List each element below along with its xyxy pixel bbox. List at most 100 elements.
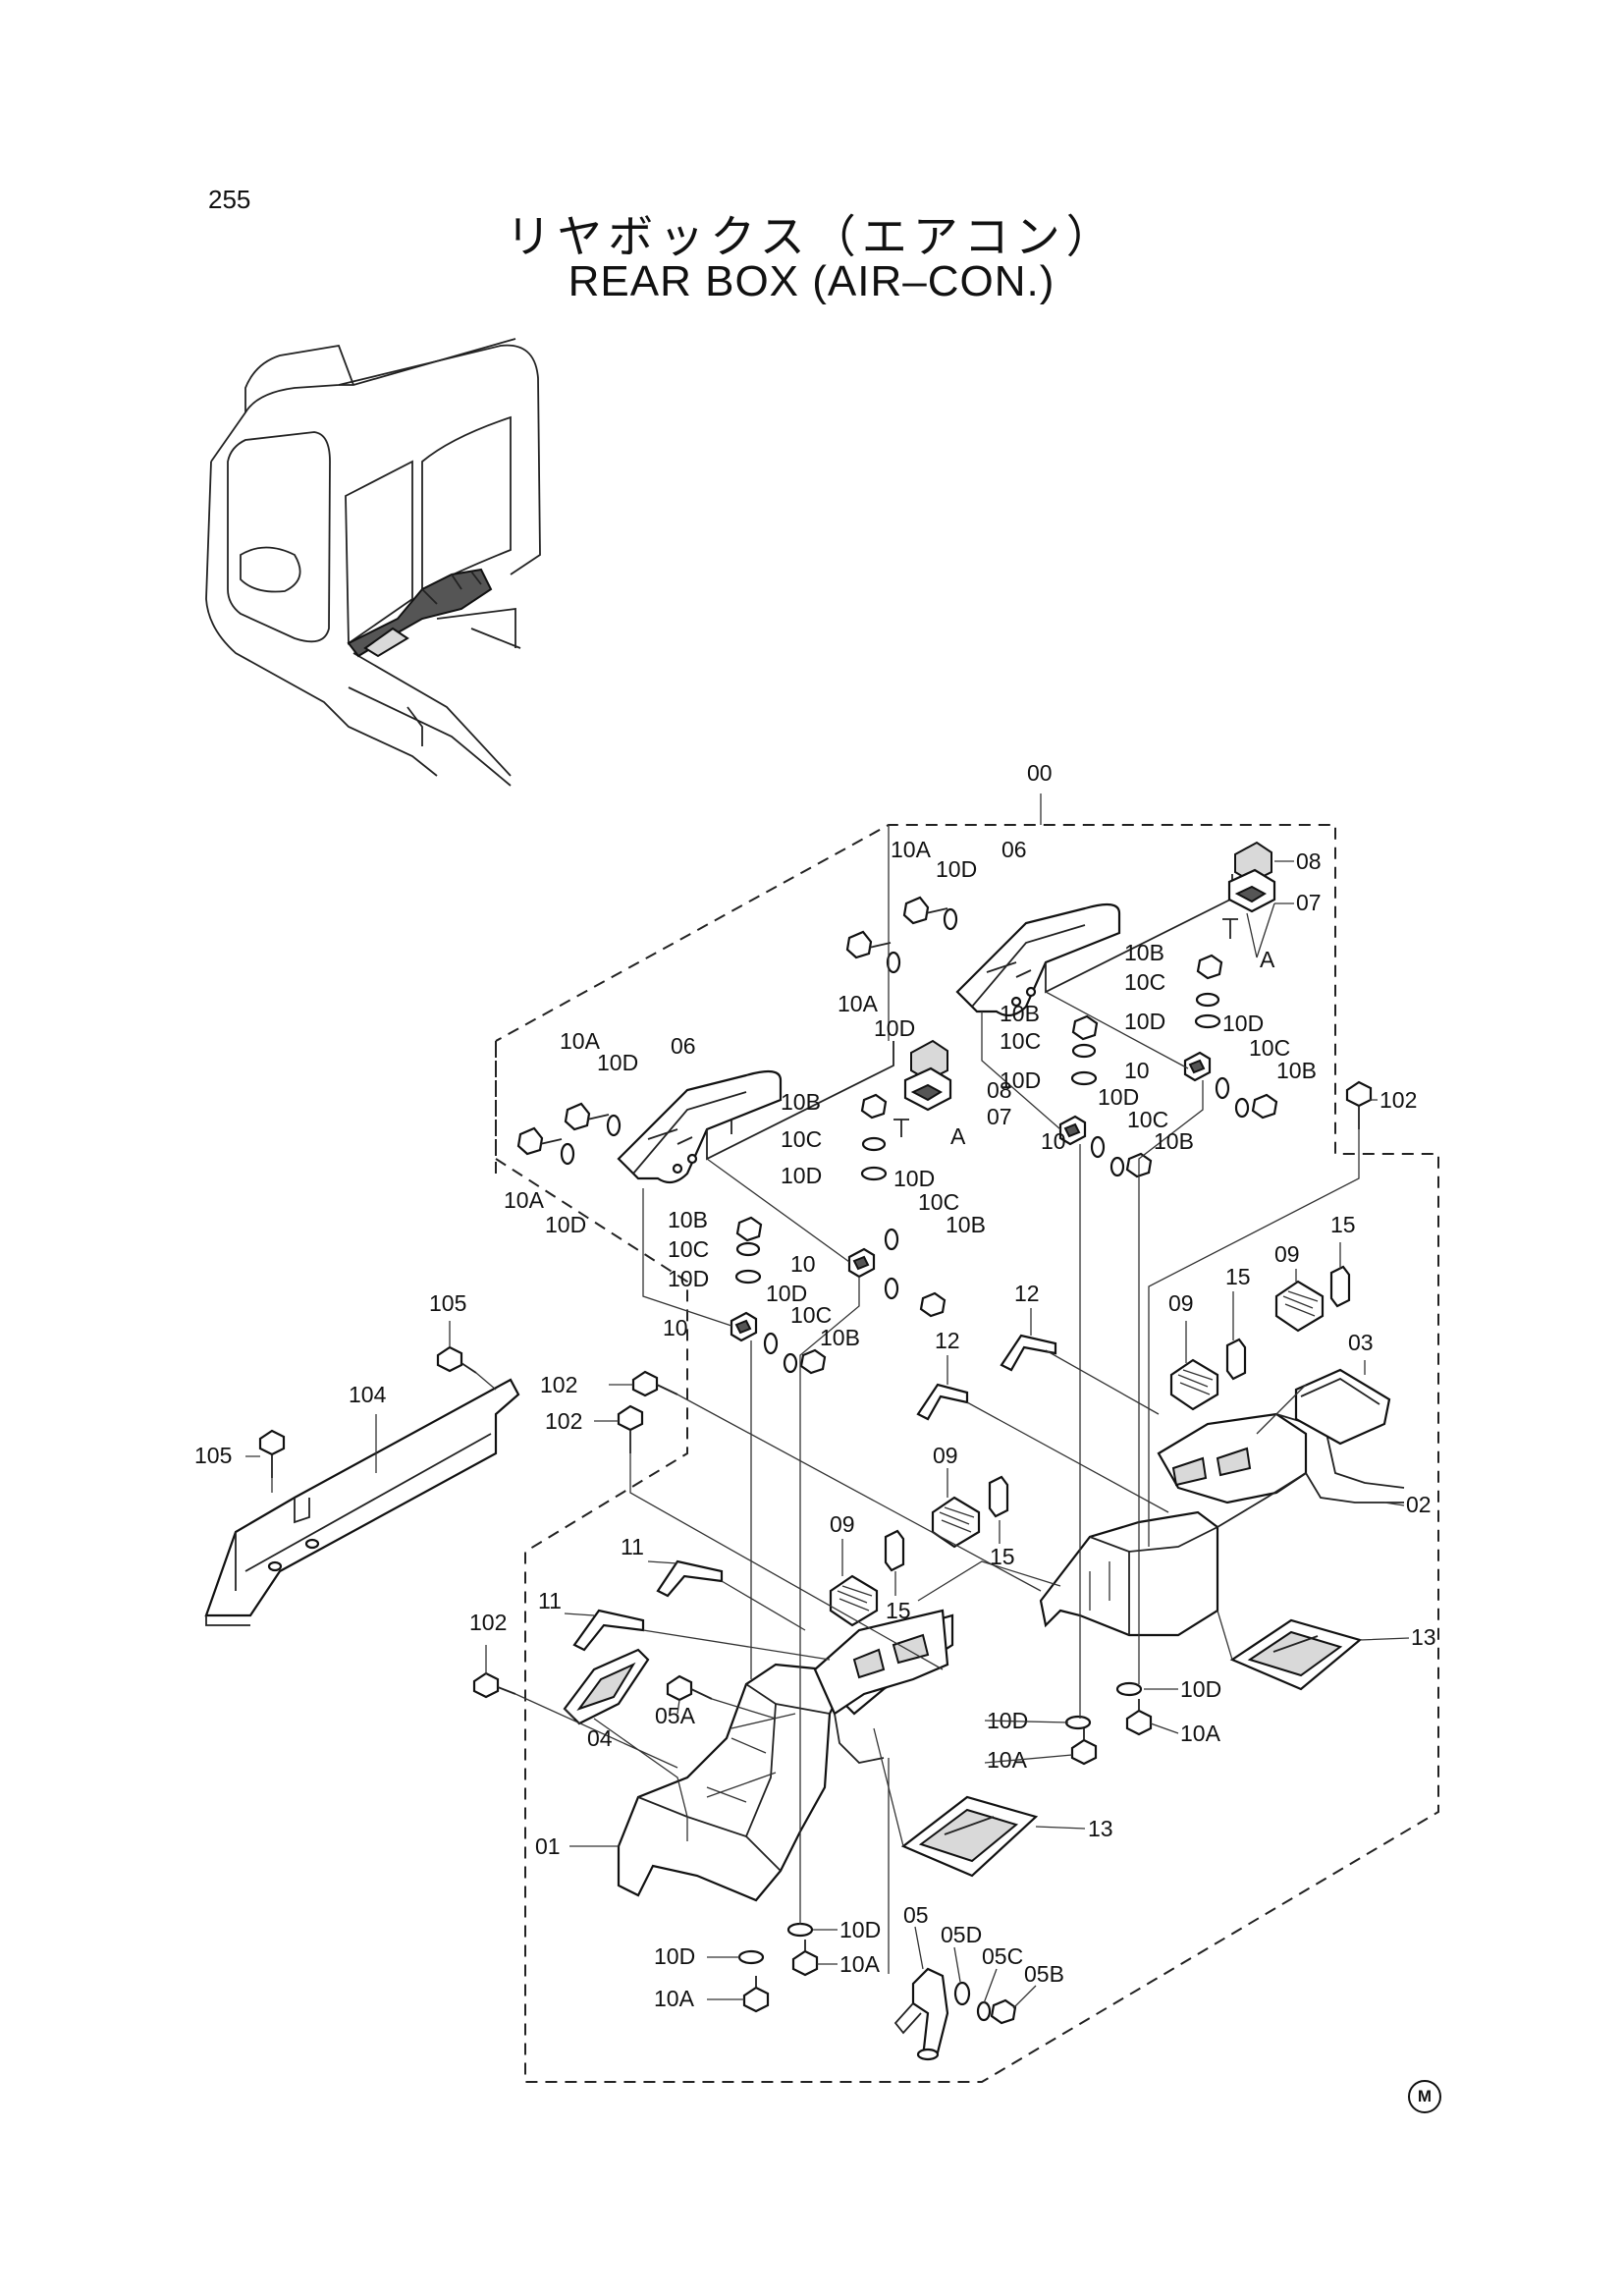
- label-A: A: [1260, 947, 1275, 972]
- label-10C: 10C: [1249, 1035, 1290, 1061]
- shield-plate-104: [204, 1378, 520, 1626]
- vent-grille: [1169, 1358, 1219, 1411]
- label-00: 00: [1027, 760, 1053, 786]
- bracket-04: [563, 1648, 650, 1725]
- label-04: 04: [587, 1725, 613, 1751]
- label-10D: 10D: [936, 856, 977, 882]
- top-plate-06-right: [955, 874, 1233, 1017]
- label-102: 102: [540, 1372, 577, 1397]
- label-10A: 10A: [654, 1986, 695, 2011]
- vent-grilles-09: [829, 1265, 1351, 1627]
- label-10D: 10D: [597, 1050, 638, 1075]
- label-10A: 10A: [839, 1951, 881, 1977]
- label-09: 09: [933, 1443, 958, 1468]
- label-102: 102: [1380, 1087, 1417, 1113]
- label-08: 08: [1296, 848, 1322, 874]
- label-10: 10: [790, 1251, 816, 1277]
- label-10: 10: [1041, 1128, 1066, 1154]
- label-13: 13: [1088, 1816, 1113, 1841]
- label-10D: 10D: [874, 1015, 915, 1041]
- label-10D: 10D: [839, 1917, 881, 1942]
- label-07: 07: [987, 1104, 1012, 1129]
- label-10C: 10C: [790, 1302, 832, 1328]
- label-06: 06: [1001, 837, 1027, 862]
- label-15: 15: [886, 1598, 911, 1623]
- cover-plate-03: [1294, 1368, 1391, 1446]
- fastener-hardware: [258, 896, 1373, 2025]
- label-10A: 10A: [891, 837, 932, 862]
- label-102: 102: [469, 1610, 507, 1635]
- vent-grille: [1274, 1280, 1325, 1333]
- hoses-11-12: [572, 1334, 1057, 1652]
- label-10D: 10D: [893, 1166, 935, 1191]
- filters-13: [900, 1618, 1363, 1878]
- label-A: A: [950, 1123, 966, 1149]
- label-05B: 05B: [1024, 1961, 1064, 1987]
- label-10D: 10D: [766, 1281, 807, 1306]
- label-10B: 10B: [946, 1212, 986, 1237]
- assembly-boundary-00: [495, 824, 1439, 2083]
- label-10D: 10D: [654, 1943, 695, 1969]
- page-number: 255: [208, 185, 251, 214]
- label-03: 03: [1348, 1330, 1374, 1355]
- label-10: 10: [663, 1315, 688, 1340]
- label-11: 11: [538, 1588, 562, 1613]
- label-13: 13: [1411, 1624, 1436, 1650]
- label-09: 09: [1168, 1290, 1194, 1316]
- label-104: 104: [349, 1382, 387, 1407]
- label-12: 12: [1014, 1281, 1040, 1306]
- label-10D: 10D: [1124, 1009, 1165, 1034]
- label-06: 06: [671, 1033, 696, 1059]
- label-05D: 05D: [941, 1922, 982, 1947]
- vent-grille: [829, 1574, 879, 1627]
- label-10D: 10D: [1222, 1011, 1264, 1036]
- label-10A: 10A: [838, 991, 879, 1016]
- label-09: 09: [830, 1511, 855, 1537]
- duct-case-02: [1039, 1412, 1405, 1637]
- label-10B: 10B: [1154, 1128, 1194, 1154]
- label-10D: 10D: [781, 1163, 822, 1188]
- label-02: 02: [1406, 1492, 1432, 1517]
- page-title-english: REAR BOX (AIR–CON.): [568, 257, 1055, 305]
- label-10D: 10D: [1098, 1084, 1139, 1110]
- label-05C: 05C: [982, 1943, 1023, 1969]
- label-01: 01: [535, 1833, 561, 1859]
- label-10B: 10B: [1000, 1001, 1040, 1026]
- label-102: 102: [545, 1408, 582, 1434]
- label-10C: 10C: [918, 1189, 959, 1215]
- label-10A: 10A: [1180, 1721, 1221, 1746]
- label-15: 15: [990, 1544, 1015, 1569]
- label-10D: 10D: [545, 1212, 586, 1237]
- label-105: 105: [194, 1443, 232, 1468]
- part-number-labels: 00 10A 10D 06 08 07 A 10A 10D 10B 10C 10…: [194, 760, 1436, 2011]
- label-05: 05: [903, 1902, 929, 1928]
- label-11: 11: [621, 1534, 644, 1559]
- label-15: 15: [1225, 1264, 1251, 1289]
- label-09: 09: [1274, 1241, 1300, 1267]
- label-10A: 10A: [560, 1028, 601, 1054]
- label-105: 105: [429, 1290, 466, 1316]
- duct-case-01: [617, 1609, 954, 1902]
- label-10D: 10D: [1000, 1067, 1041, 1093]
- label-10C: 10C: [781, 1126, 822, 1152]
- cab-locator-illustration: [205, 338, 541, 787]
- label-08: 08: [987, 1077, 1012, 1103]
- label-10: 10: [1124, 1058, 1150, 1083]
- label-07: 07: [1296, 890, 1322, 915]
- manufacturer-mark-icon: M: [1408, 2080, 1441, 2113]
- label-10C: 10C: [1000, 1028, 1041, 1054]
- latch-08-07-right: [1222, 841, 1276, 939]
- label-10D: 10D: [668, 1266, 709, 1291]
- label-10C: 10C: [668, 1236, 709, 1262]
- label-leaders: [245, 860, 1410, 2009]
- label-05A: 05A: [655, 1703, 696, 1728]
- label-10C: 10C: [1124, 969, 1165, 995]
- label-10D: 10D: [1180, 1676, 1221, 1702]
- label-15: 15: [1330, 1212, 1356, 1237]
- elbow-05: [893, 1967, 949, 2061]
- label-12: 12: [935, 1328, 960, 1353]
- leader-lines: [271, 793, 1360, 1974]
- label-10B: 10B: [1124, 940, 1164, 965]
